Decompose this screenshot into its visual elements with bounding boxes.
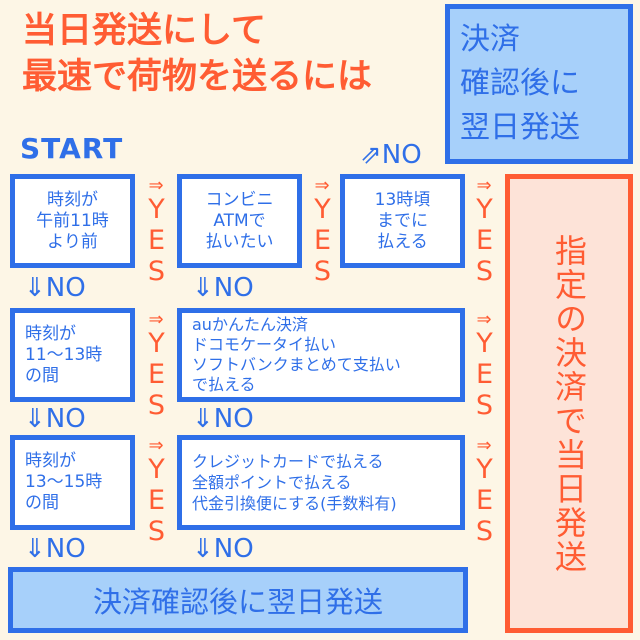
question-carrier-payment: auかんたん決済 ドコモケータイ払い ソフトバンクまとめて支払い で払える (177, 308, 465, 402)
yes-arrow-2-1: ⇒ YES (141, 309, 172, 422)
start-label: START (20, 132, 124, 165)
question-pay-by-13: 13時頃 までに 払える (340, 174, 465, 268)
right-arrow-icon: ⇒ (314, 175, 330, 196)
right-arrow-icon: ⇒ (148, 175, 164, 196)
no-down-arrow-2-2: ⇓NO (192, 404, 254, 434)
next-day-shipping-note: 決済 確認後に 翌日発送 (445, 4, 633, 164)
yes-label: YES (469, 194, 500, 287)
no-down-arrow-3-2: ⇓NO (192, 534, 254, 564)
yes-arrow-3-1: ⇒ YES (141, 435, 172, 548)
yes-arrow-3-2: ⇒ YES (469, 435, 500, 548)
yes-label: YES (141, 454, 172, 547)
yes-label: YES (307, 194, 338, 287)
right-arrow-icon: ⇒ (148, 435, 164, 456)
right-arrow-icon: ⇒ (476, 309, 492, 330)
same-day-shipping-text: 指定の決済で当日発送 (550, 233, 588, 574)
no-up-arrow: ⇗NO (360, 140, 422, 170)
question-13-to-15: 時刻が 13～15時 の間 (10, 435, 135, 530)
next-day-shipping-result: 決済確認後に翌日発送 (8, 567, 468, 633)
no-down-arrow-1-1: ⇓NO (24, 273, 86, 303)
yes-arrow-1-2: ⇒ YES (307, 175, 338, 288)
no-down-arrow-1-2: ⇓NO (192, 273, 254, 303)
right-arrow-icon: ⇒ (148, 309, 164, 330)
yes-arrow-2-2: ⇒ YES (469, 309, 500, 422)
question-11-to-13: 時刻が 11～13時 の間 (10, 308, 135, 402)
yes-arrow-1-1: ⇒ YES (141, 175, 172, 288)
yes-label: YES (141, 328, 172, 421)
yes-arrow-1-3: ⇒ YES (469, 175, 500, 288)
yes-label: YES (469, 328, 500, 421)
question-conveni-atm: コンビニ ATMで 払いたい (177, 174, 302, 268)
same-day-shipping-result: 指定の決済で当日発送 (505, 174, 633, 633)
yes-label: YES (141, 194, 172, 287)
page-title: 当日発送にして 最速で荷物を送るには (22, 11, 373, 97)
right-arrow-icon: ⇒ (476, 435, 492, 456)
no-down-arrow-2-1: ⇓NO (24, 404, 86, 434)
question-before-11: 時刻が 午前11時 より前 (10, 174, 135, 268)
yes-label: YES (469, 454, 500, 547)
right-arrow-icon: ⇒ (476, 175, 492, 196)
question-card-points-cod: クレジットカードで払える 全額ポイントで払える 代金引換便にする(手数料有) (177, 435, 465, 530)
no-down-arrow-3-1: ⇓NO (24, 534, 86, 564)
